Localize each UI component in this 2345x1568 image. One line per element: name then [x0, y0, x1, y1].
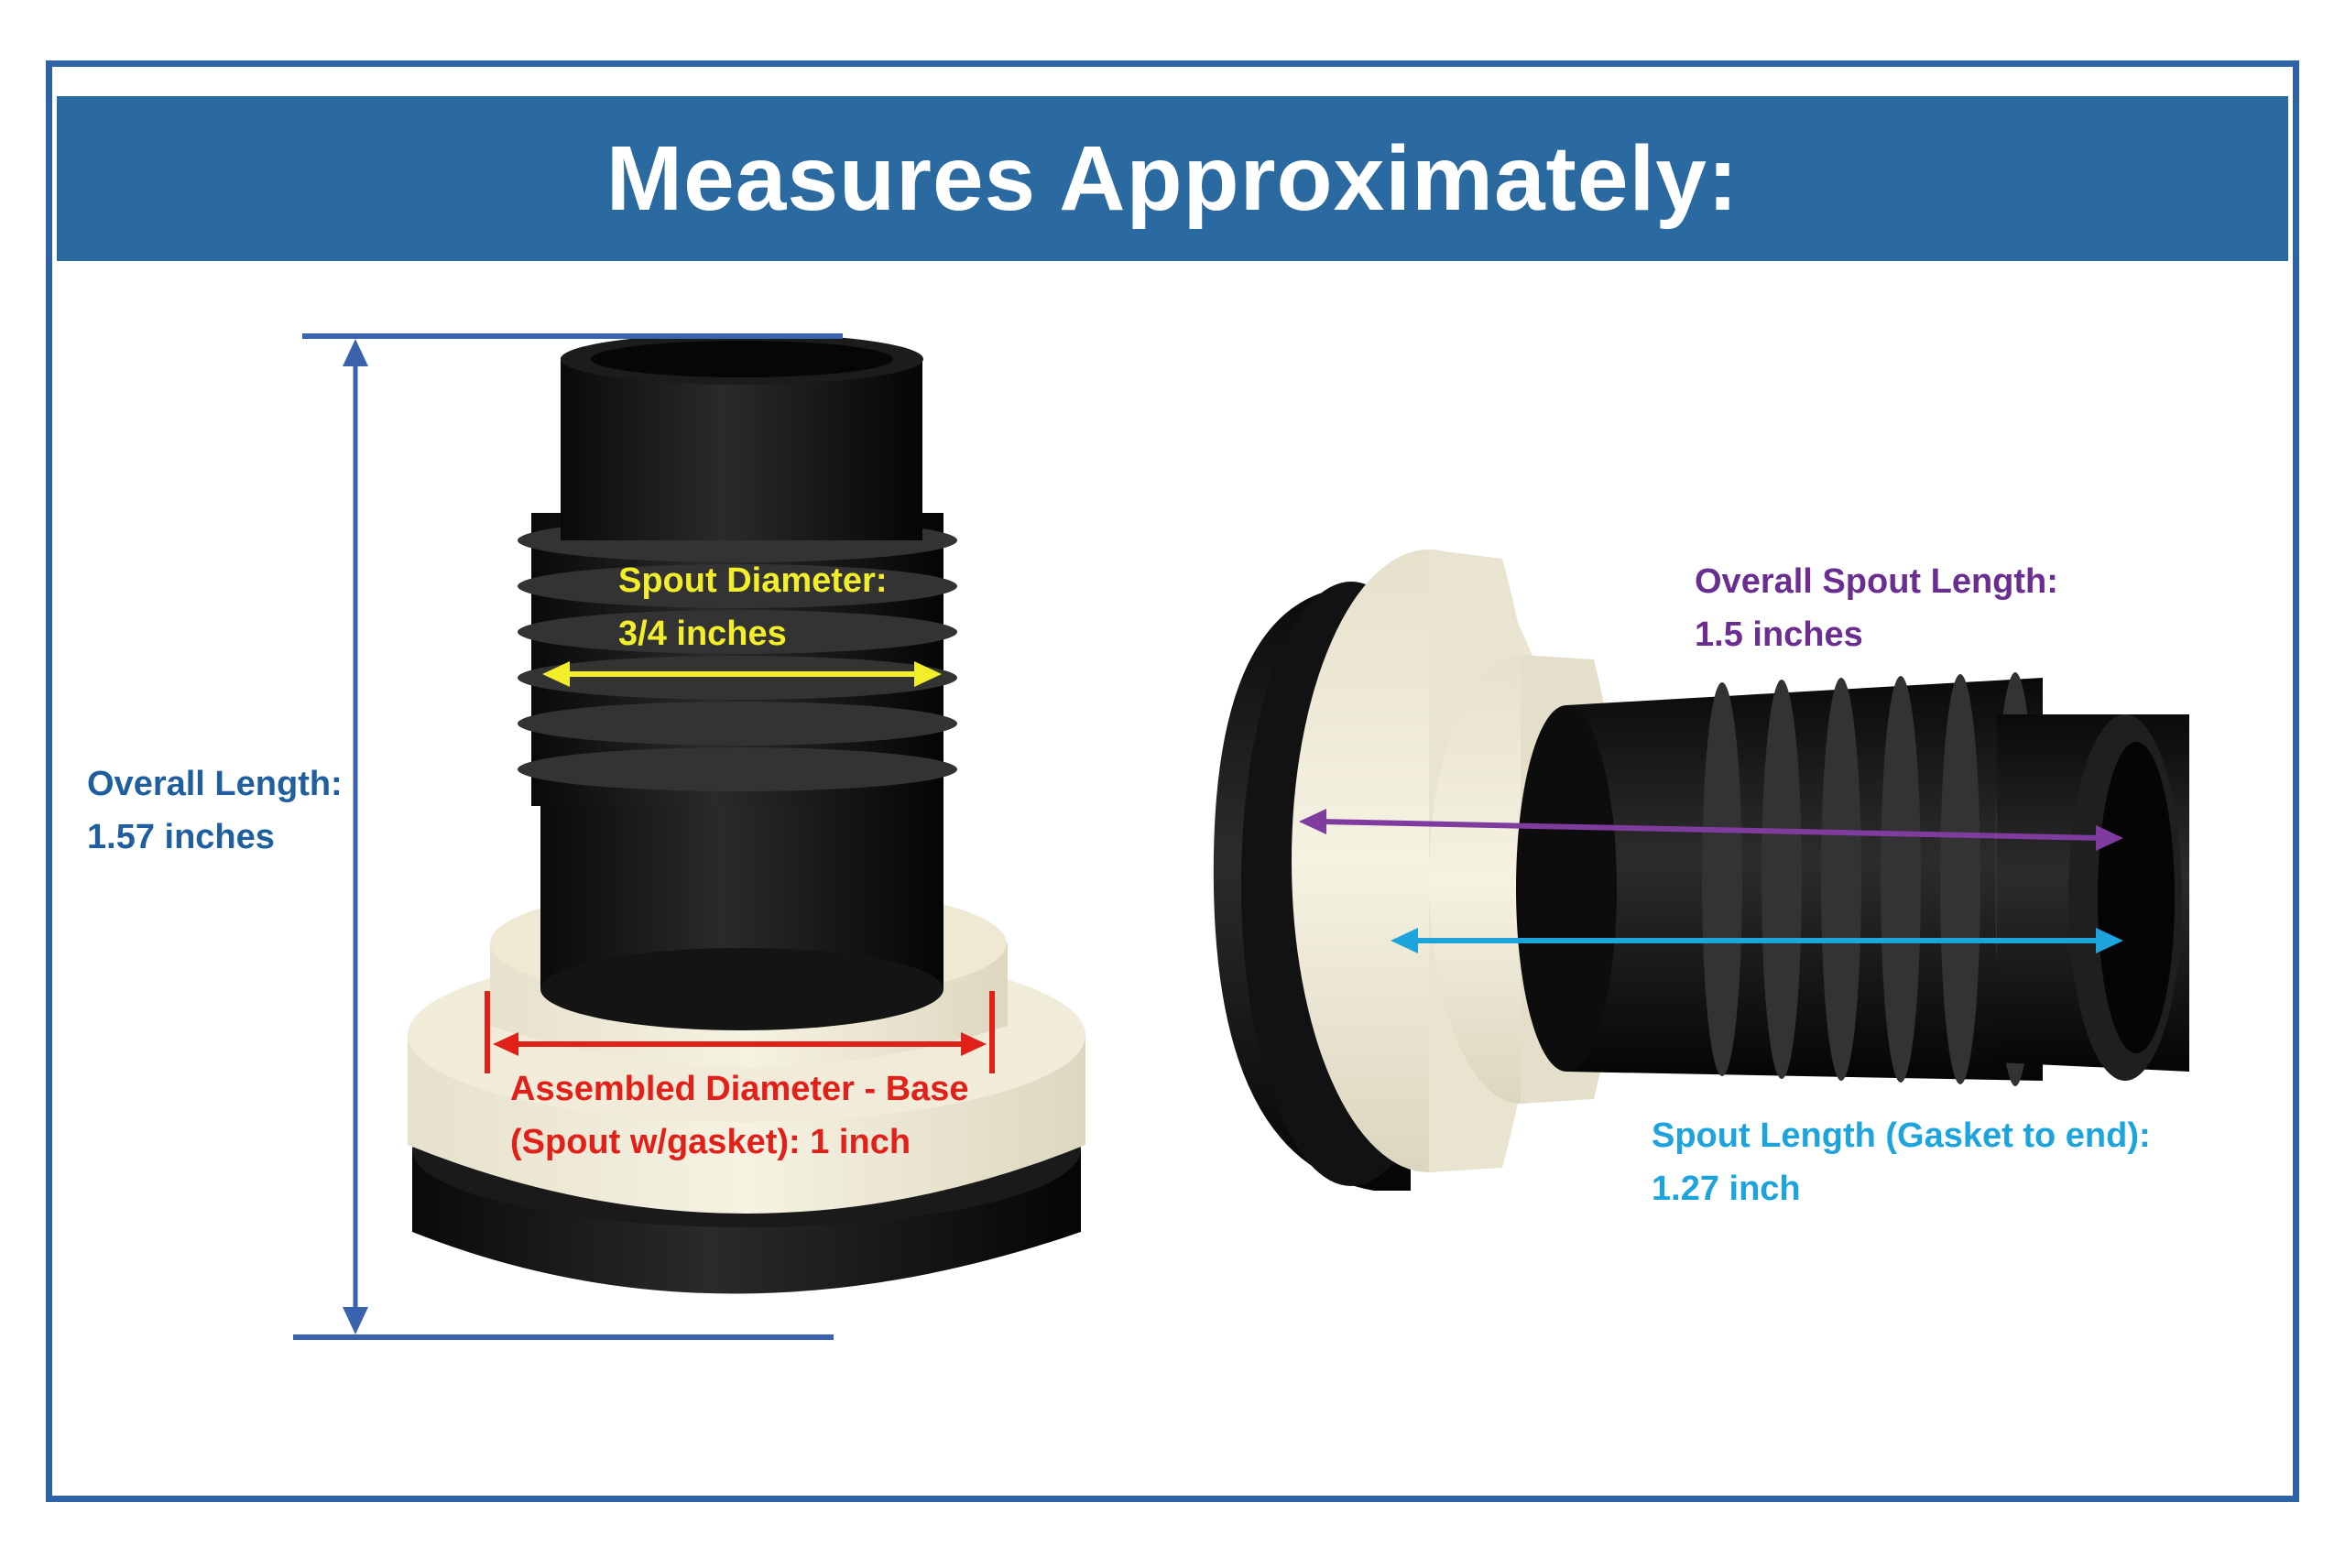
- assembled-diameter-label: Assembled Diameter - Base (Spout w/gaske…: [510, 1062, 969, 1169]
- overall-spout-length-arrow: [1299, 809, 2123, 851]
- spout-length-label: Spout Length (Gasket to end): 1.27 inch: [1652, 1109, 2151, 1215]
- spout-length-value: 1.27 inch: [1652, 1170, 1801, 1208]
- assembled-diameter-arrow: [485, 991, 995, 1073]
- overall-spout-length-label: Overall Spout Length: 1.5 inches: [1695, 555, 2058, 661]
- page-title: Measures Approximately:: [605, 126, 1740, 230]
- title-banner: Measures Approximately:: [57, 96, 2288, 261]
- spout-diameter-value: 3/4 inches: [618, 615, 787, 653]
- spout-diameter-title: Spout Diameter:: [618, 561, 888, 600]
- overall-spout-length-title: Overall Spout Length:: [1695, 562, 2058, 601]
- assembled-diameter-title: Assembled Diameter - Base: [510, 1070, 969, 1108]
- spout-diameter-arrow: [542, 661, 942, 687]
- spout-length-arrow: [1391, 928, 2123, 953]
- overall-length-value: 1.57 inches: [87, 818, 275, 856]
- spout-diameter-label: Spout Diameter: 3/4 inches: [618, 554, 887, 660]
- overall-spout-length-value: 1.5 inches: [1695, 615, 1863, 654]
- left-fitting: [408, 333, 1085, 1294]
- overall-length-label: Overall Length: 1.57 inches: [87, 757, 343, 864]
- assembled-diameter-value: (Spout w/gasket): 1 inch: [510, 1123, 911, 1161]
- overall-length-title: Overall Length:: [87, 765, 343, 803]
- overall-length-dimension: [293, 333, 843, 1340]
- right-fitting: [1213, 550, 2189, 1191]
- spout-length-title: Spout Length (Gasket to end):: [1652, 1116, 2151, 1155]
